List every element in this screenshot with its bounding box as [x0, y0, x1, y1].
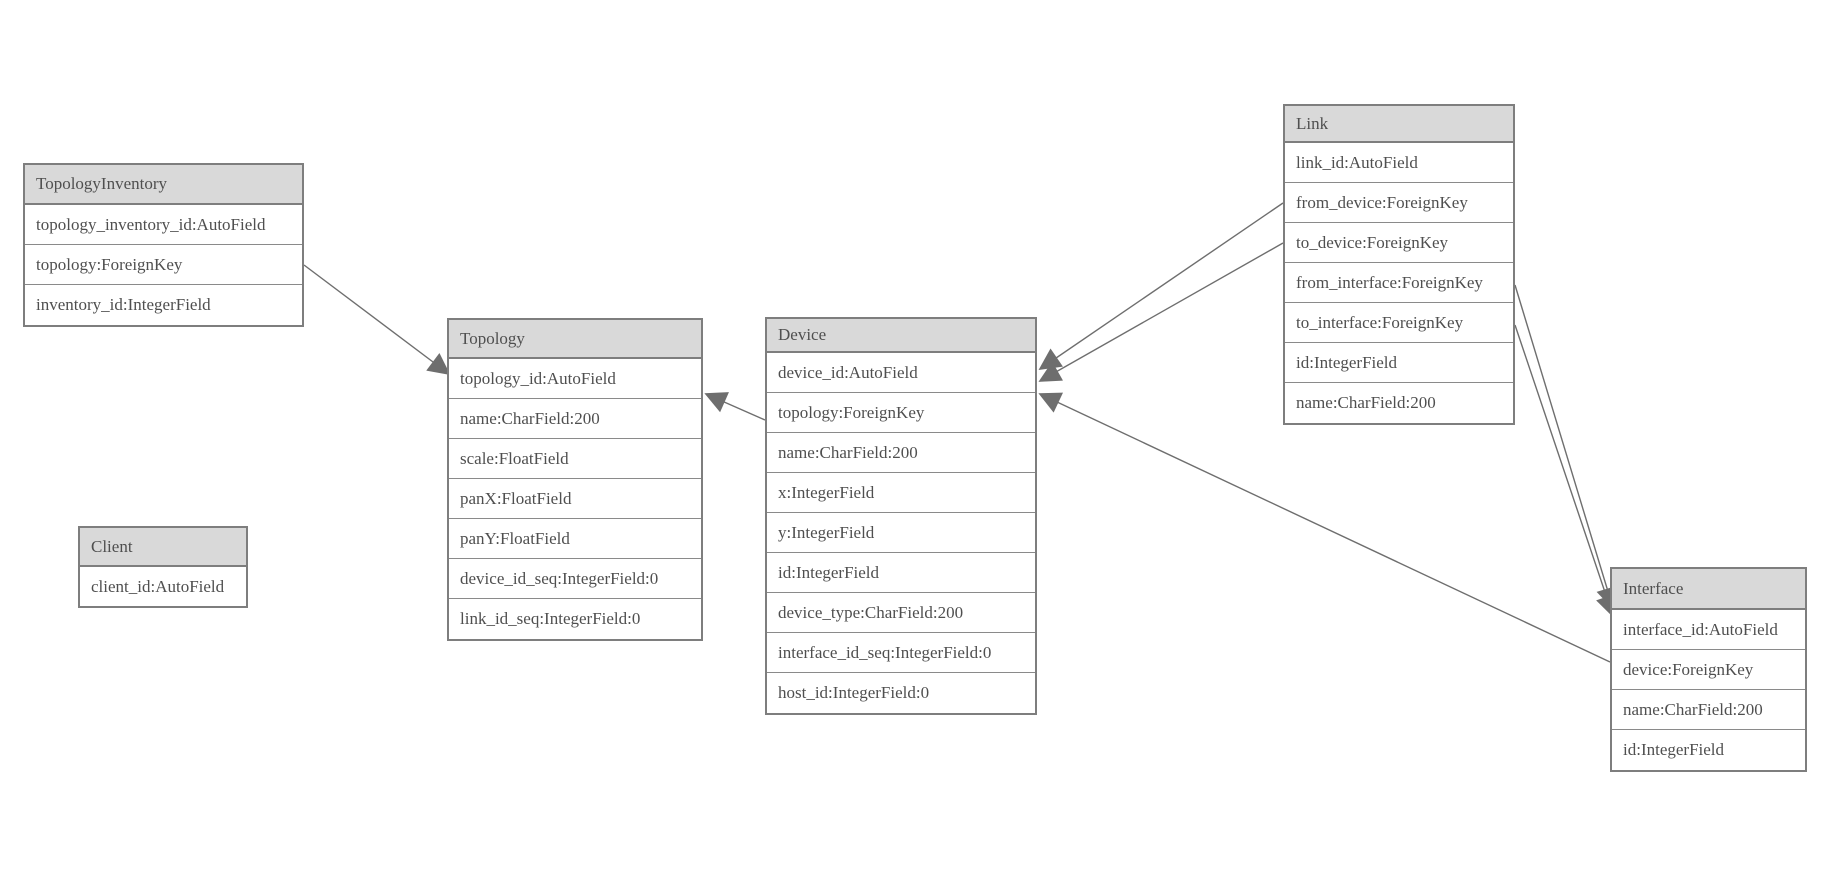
entity-title-topology: Topology — [449, 320, 701, 359]
entity-field-row: topology:ForeignKey — [767, 393, 1035, 433]
entity-field-row: interface_id:AutoField — [1612, 610, 1805, 650]
entity-field-row: panY:FloatField — [449, 519, 701, 559]
entity-field-row: topology:ForeignKey — [25, 245, 302, 285]
entity-field-row: name:CharField:200 — [1612, 690, 1805, 730]
entity-title-device: Device — [767, 319, 1035, 353]
entity-field-row: to_device:ForeignKey — [1285, 223, 1513, 263]
entity-title-topologyinventory: TopologyInventory — [25, 165, 302, 205]
entity-field-row: id:IntegerField — [767, 553, 1035, 593]
relationship-line-topologyinventory-topology — [303, 264, 451, 376]
entity-field-row: topology_id:AutoField — [449, 359, 701, 399]
entity-field-row: to_interface:ForeignKey — [1285, 303, 1513, 343]
entity-field-row: link_id_seq:IntegerField:0 — [449, 599, 701, 639]
entity-field-row: y:IntegerField — [767, 513, 1035, 553]
entity-field-row: host_id:IntegerField:0 — [767, 673, 1035, 713]
relationship-line-link-to_device — [1038, 242, 1284, 382]
entity-field-row: interface_id_seq:IntegerField:0 — [767, 633, 1035, 673]
relationship-line-link-from_interface — [1514, 284, 1618, 610]
entity-field-row: id:IntegerField — [1285, 343, 1513, 383]
relationship-line-device-topology — [704, 392, 766, 421]
entity-title-client: Client — [80, 528, 246, 567]
entity-title-link: Link — [1285, 106, 1513, 143]
entity-field-row: name:CharField:200 — [1285, 383, 1513, 423]
entity-field-row: name:CharField:200 — [449, 399, 701, 439]
entity-field-row: device:ForeignKey — [1612, 650, 1805, 690]
entity-field-row: topology_inventory_id:AutoField — [25, 205, 302, 245]
entity-field-row: name:CharField:200 — [767, 433, 1035, 473]
relationship-line-link-from_device — [1038, 202, 1284, 370]
entity-field-row: scale:FloatField — [449, 439, 701, 479]
entity-field-row: id:IntegerField — [1612, 730, 1805, 770]
relationship-line-link-to_interface — [1514, 324, 1617, 618]
entity-field-row: from_device:ForeignKey — [1285, 183, 1513, 223]
relationship-line-interface-device — [1038, 392, 1611, 663]
entity-field-row: client_id:AutoField — [80, 567, 246, 606]
entity-field-row: link_id:AutoField — [1285, 143, 1513, 183]
entity-field-row: device_id_seq:IntegerField:0 — [449, 559, 701, 599]
entity-field-row: from_interface:ForeignKey — [1285, 263, 1513, 303]
entity-title-interface: Interface — [1612, 569, 1805, 610]
entity-field-row: device_type:CharField:200 — [767, 593, 1035, 633]
entity-field-row: device_id:AutoField — [767, 353, 1035, 393]
entity-field-row: panX:FloatField — [449, 479, 701, 519]
entity-field-row: inventory_id:IntegerField — [25, 285, 302, 325]
entity-field-row: x:IntegerField — [767, 473, 1035, 513]
